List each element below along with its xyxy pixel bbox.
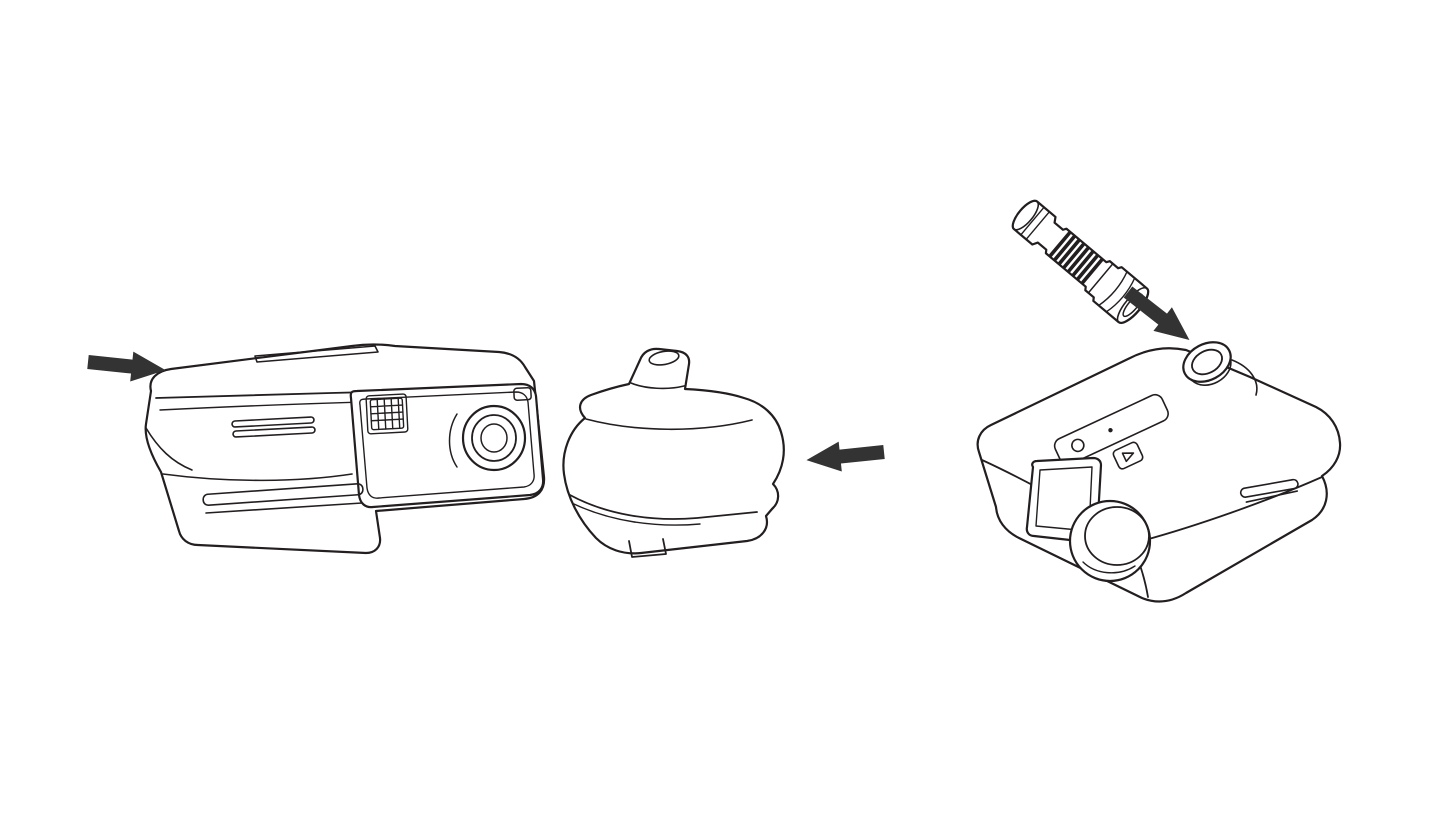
control-dial xyxy=(1068,499,1152,583)
chamber-flange-line-bottom xyxy=(573,503,701,526)
left-device-front-panel-inset xyxy=(359,391,535,499)
tube-cuff-curves xyxy=(1098,271,1136,313)
hose-port-recess-curve xyxy=(448,413,458,468)
tube-collar-line xyxy=(1087,262,1114,294)
air-outlet-port xyxy=(1182,341,1232,386)
tube-swivel-cap xyxy=(1011,199,1040,231)
control-strip xyxy=(1053,393,1169,466)
filter-grid-outer xyxy=(365,393,409,435)
left-device-hose-port xyxy=(448,386,532,472)
indicator-dot xyxy=(1108,427,1113,433)
ramp-button-plate xyxy=(1112,441,1144,470)
cpap-device-three-quarter-view xyxy=(976,341,1342,603)
right-device-edge-right xyxy=(1133,476,1323,544)
power-button-icon xyxy=(1071,438,1085,453)
arrow-tube-into-outlet xyxy=(1123,286,1190,341)
hose-port-latch xyxy=(513,386,532,402)
vent-slit-top xyxy=(231,416,315,428)
right-side-vent xyxy=(1239,478,1299,503)
chamber-foot xyxy=(628,538,667,558)
line-art-layer xyxy=(144,199,1342,603)
tube-swivel-ridges xyxy=(1020,206,1051,241)
dock-slot xyxy=(202,482,364,507)
humidifier-dock xyxy=(145,427,364,514)
chamber-spout-base-line xyxy=(630,382,685,390)
outlet-housing-curve xyxy=(1231,359,1258,396)
chamber-lid-seam xyxy=(585,418,753,431)
side-vent-inner-line xyxy=(1245,490,1299,503)
left-device-vent-slits xyxy=(231,416,316,438)
chamber-flange-line-top xyxy=(569,494,758,520)
hose-port-opening xyxy=(480,423,508,453)
humidifier-water-chamber xyxy=(562,347,785,558)
dock-lip-line xyxy=(162,473,353,482)
side-vent-slot xyxy=(1239,478,1299,498)
hose-port-inner-ring xyxy=(471,414,517,462)
filter-vent-grid xyxy=(365,393,409,435)
cpap-device-front-left-view xyxy=(144,343,546,555)
ramp-triangle-icon xyxy=(1121,452,1135,463)
left-device-handle-recess xyxy=(254,345,379,363)
ramp-button xyxy=(1112,441,1144,470)
filter-grid-lines xyxy=(369,397,404,431)
tube-corrugated-ribs xyxy=(1048,231,1104,285)
outlet-port-bore xyxy=(1191,348,1223,376)
chamber-outline xyxy=(562,347,785,555)
dial-shading-arc xyxy=(1082,561,1136,574)
chamber-spout-opening xyxy=(648,350,680,366)
base-curve xyxy=(145,427,193,471)
arrow-into-device-left xyxy=(87,351,166,382)
vent-slit-bottom xyxy=(232,426,316,438)
outlet-port-collar xyxy=(1191,358,1232,386)
dock-lower-line xyxy=(205,502,363,514)
arrow-into-device-right xyxy=(806,441,885,472)
tube-cuff-end-rim xyxy=(1116,286,1149,324)
dial-knob-top xyxy=(1084,506,1150,566)
filter-grid-inner xyxy=(369,397,405,431)
arrows-layer xyxy=(87,286,1190,472)
heated-tube-connector xyxy=(1011,199,1150,324)
